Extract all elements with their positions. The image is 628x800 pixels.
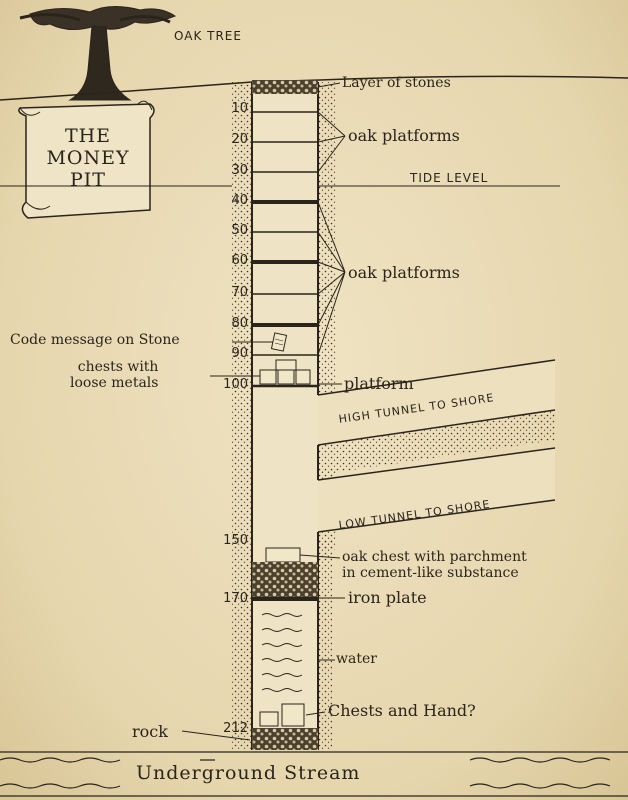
oak-tree-label: OAK TREE xyxy=(174,29,242,43)
oak-platforms-upper-label: oak platforms xyxy=(348,126,460,145)
high-tunnel xyxy=(317,359,556,475)
chests-loose-line-2: loose metals xyxy=(70,375,159,391)
water-label: water xyxy=(336,651,377,667)
depth-40: 40 xyxy=(231,193,248,208)
chests-loose-label: chests with loose metals xyxy=(70,360,158,390)
code-message-label: Code message on Stone xyxy=(10,332,180,348)
layer-of-stones xyxy=(252,80,318,94)
depth-150: 150 xyxy=(223,533,248,548)
depth-70: 70 xyxy=(231,285,248,300)
tide-level-label: TIDE LEVEL xyxy=(410,171,489,185)
leader-lines xyxy=(181,82,346,741)
shaft xyxy=(252,82,318,750)
soil-right-upper xyxy=(318,82,336,422)
oak-tree-icon xyxy=(19,6,177,101)
sign-line-1: THE xyxy=(64,125,112,147)
depth-170: 170 xyxy=(223,591,248,606)
layer-of-stones-label: Layer of stones xyxy=(342,75,451,91)
rock-layer xyxy=(252,728,318,750)
water-waves xyxy=(261,613,303,692)
depth-30: 30 xyxy=(231,163,248,178)
depth-80: 80 xyxy=(231,316,248,331)
ground-surface-line xyxy=(0,75,628,101)
oak-chest-label: oak chest with parchment in cement-like … xyxy=(342,550,527,580)
soil-right-lower xyxy=(318,540,332,750)
underground-stream-label: Underground Stream xyxy=(136,762,361,784)
sign-line-3: PIT xyxy=(70,168,106,191)
rock-label: rock xyxy=(132,722,168,741)
oak-chest-icon xyxy=(252,547,318,598)
money-pit-sign xyxy=(18,100,155,219)
depth-90: 90 xyxy=(231,346,248,361)
depth-10: 10 xyxy=(231,101,248,116)
chests-hand-label: Chests and Hand? xyxy=(328,701,476,720)
oak-platforms xyxy=(252,111,318,388)
low-tunnel xyxy=(317,447,556,533)
depth-60: 60 xyxy=(231,253,248,268)
sign-title: THE MONEY PIT xyxy=(28,125,148,192)
depth-100: 100 xyxy=(223,377,248,392)
platform-label: platform xyxy=(344,374,414,393)
chests-loose-line-1: chests with xyxy=(77,359,159,375)
bottom-chests-icon xyxy=(259,703,305,727)
loose-metal-chests-icon xyxy=(259,359,311,385)
iron-plate-label: iron plate xyxy=(348,588,427,607)
underground-stream-waves xyxy=(0,751,628,797)
sign-line-2: MONEY xyxy=(46,146,130,169)
depth-50: 50 xyxy=(231,223,248,238)
oak-platforms-lower-label: oak platforms xyxy=(348,263,460,282)
code-stone-icon xyxy=(270,332,288,352)
oak-chest-line-2: in cement-like substance xyxy=(342,565,519,581)
oak-chest-line-1: oak chest with parchment xyxy=(342,549,527,565)
depth-20: 20 xyxy=(231,132,248,147)
depth-212: 212 xyxy=(223,721,248,736)
soil-left xyxy=(232,82,252,750)
